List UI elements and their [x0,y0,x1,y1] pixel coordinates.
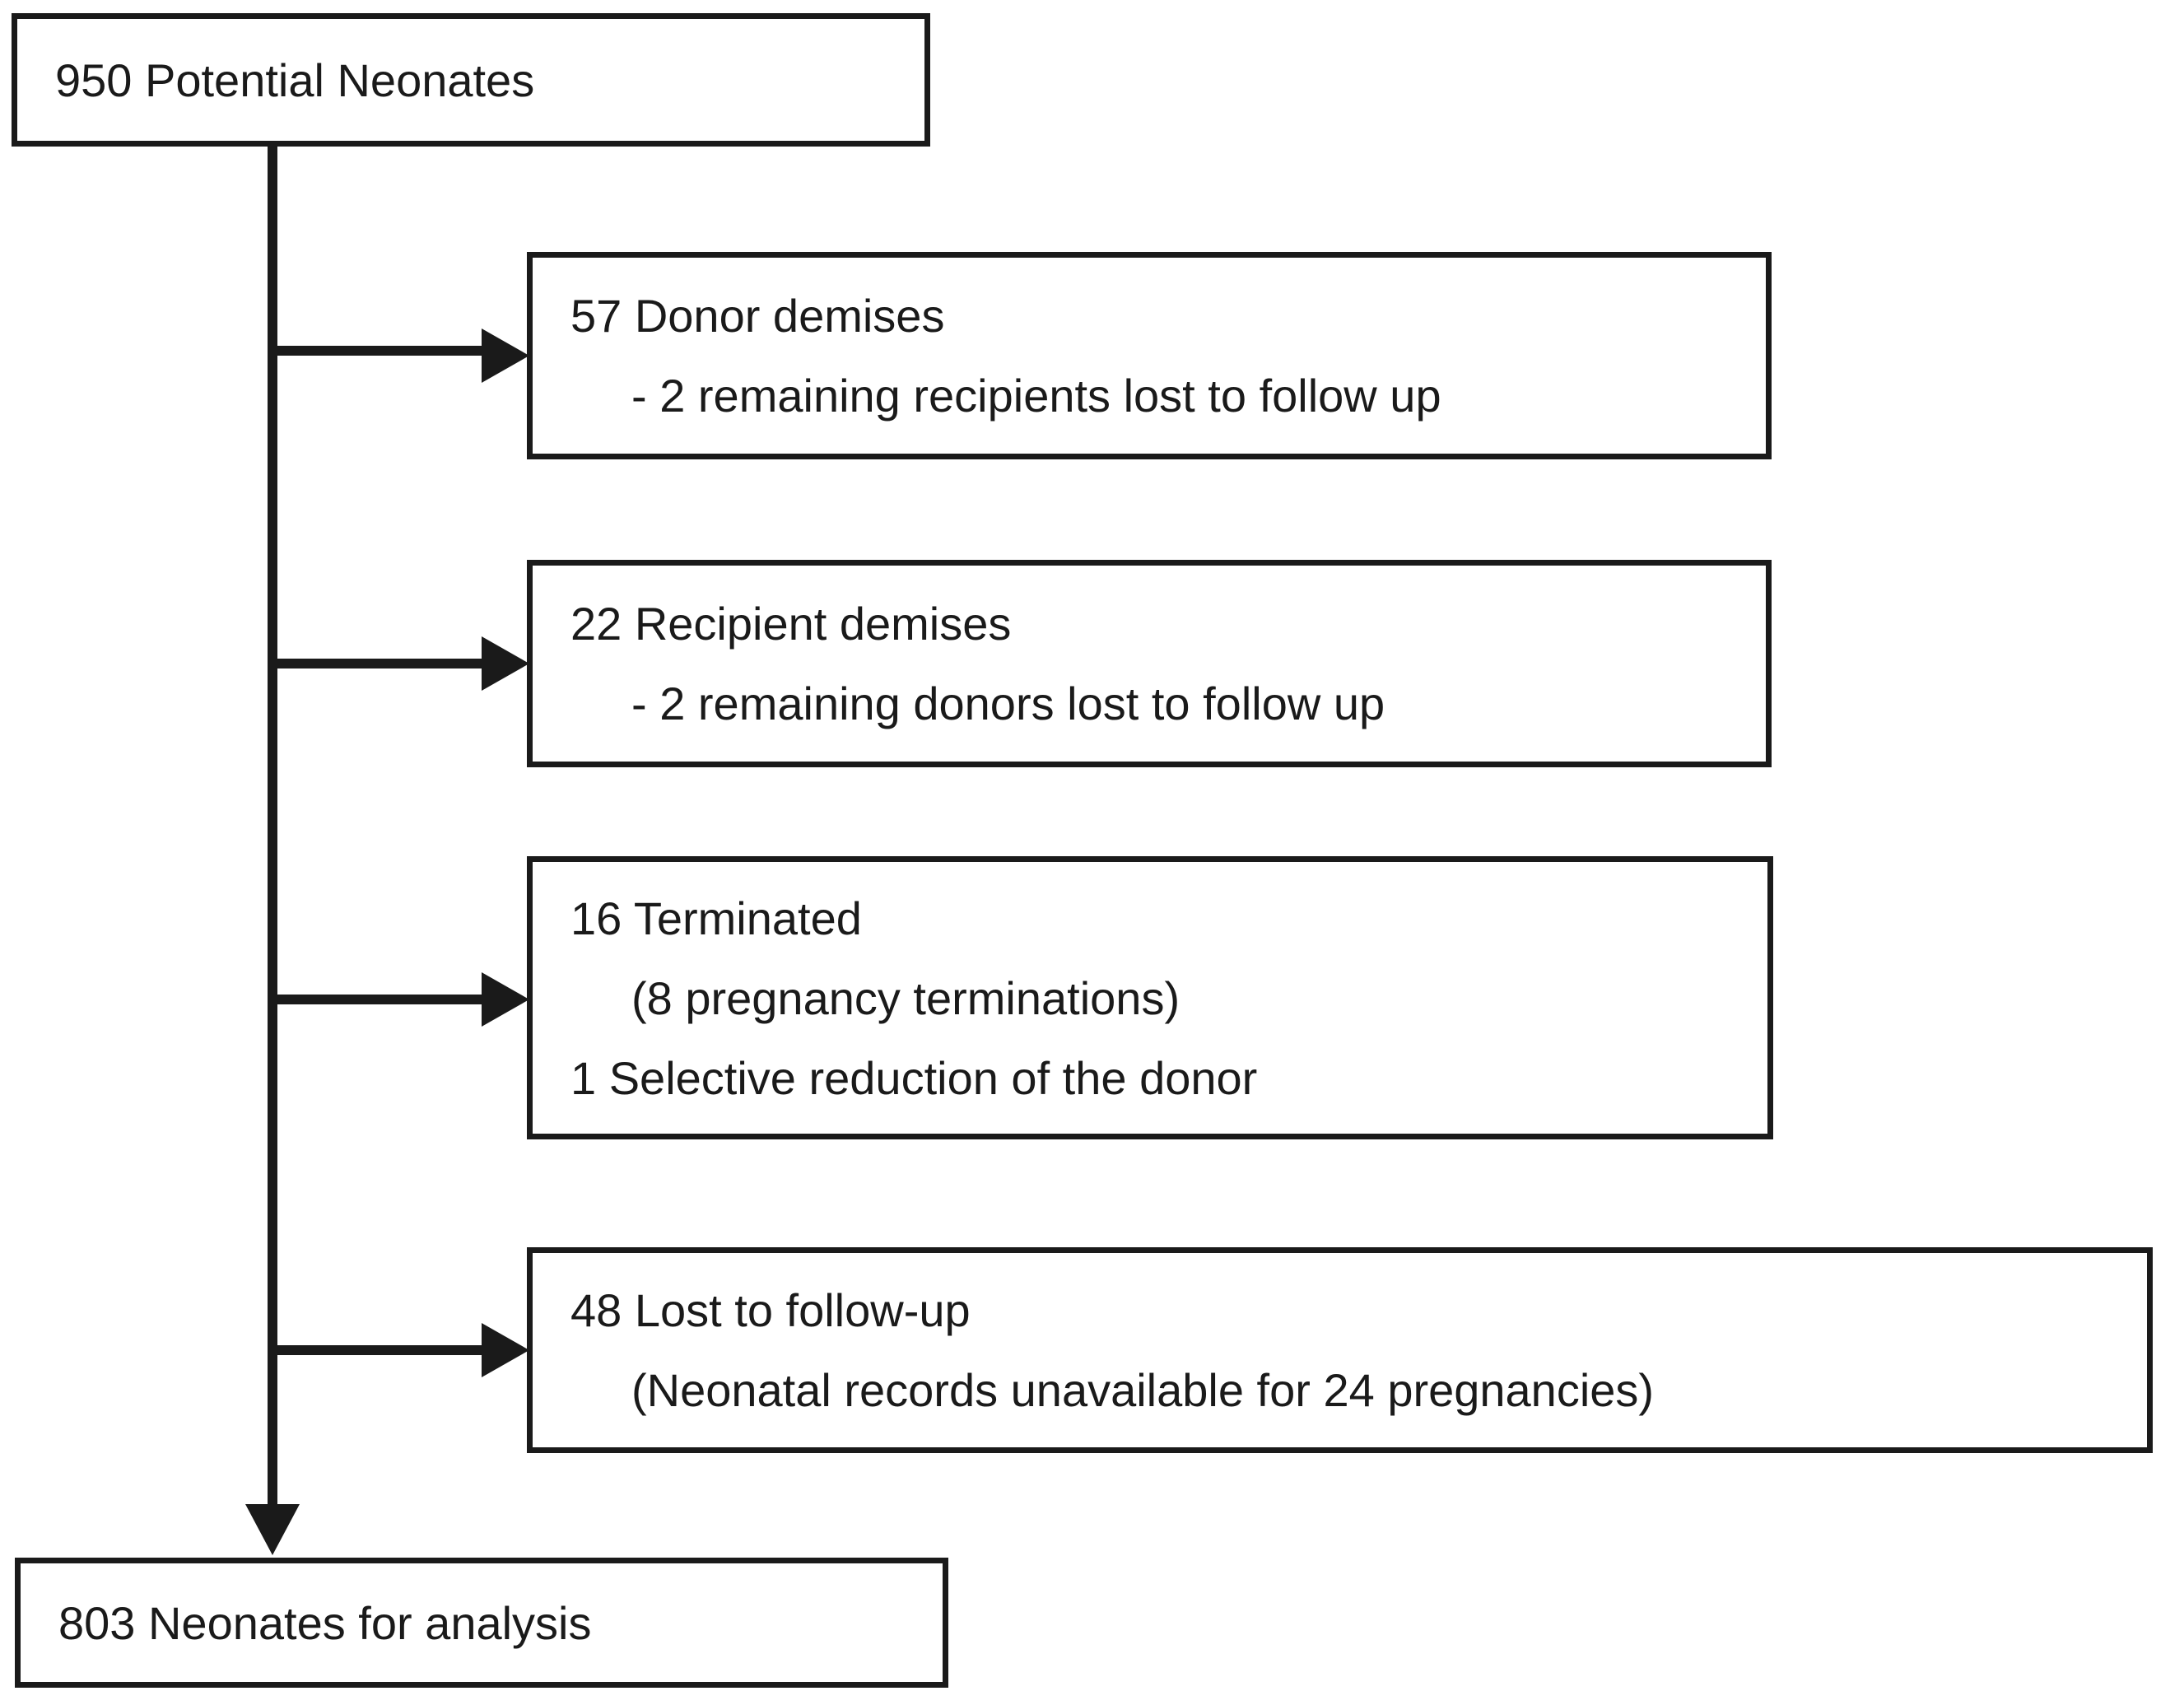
right-arrowhead-icon [482,972,529,1027]
result-box-label: 803 Neonates for analysis [58,1596,592,1649]
arrow-to-lost-to-follow-up-line [272,1345,482,1355]
result-box: 803 Neonates for analysis [15,1558,948,1688]
exclusion-box-lost-to-follow-up: 48 Lost to follow-up (Neonatal records u… [527,1247,2153,1453]
box-text-line: 16 Terminated [570,892,862,944]
exclusion-box-terminated: 16 Terminated (8 pregnancy terminations)… [527,856,1773,1139]
arrow-to-donor-demises-line [272,346,482,356]
exclusion-box-donor-demises: 57 Donor demises - 2 remaining recipient… [527,252,1772,459]
box-text-line: 22 Recipient demises [570,598,1012,650]
right-arrowhead-icon [482,328,529,383]
start-box: 950 Potential Neonates [12,13,930,147]
exclusion-box-recipient-demises: 22 Recipient demises - 2 remaining donor… [527,560,1772,767]
box-text-line: - 2 remaining donors lost to follow up [631,678,1385,729]
box-text-line: (8 pregnancy terminations) [631,971,1180,1024]
box-text-line: - 2 remaining recipients lost to follow … [631,370,1441,422]
box-text-line: 1 Selective reduction of the donor [570,1051,1258,1104]
arrow-to-recipient-demises-line [272,659,482,668]
start-box-label: 950 Potential Neonates [55,54,535,106]
main-flow-line [268,147,277,1504]
box-text-line: 57 Donor demises [570,290,945,342]
right-arrowhead-icon [482,1323,529,1377]
right-arrowhead-icon [482,636,529,691]
box-text-line: (Neonatal records unavailable for 24 pre… [631,1364,1655,1416]
box-text-line: 48 Lost to follow-up [570,1284,971,1336]
down-arrowhead-icon [245,1504,300,1555]
arrow-to-terminated-line [272,995,482,1004]
